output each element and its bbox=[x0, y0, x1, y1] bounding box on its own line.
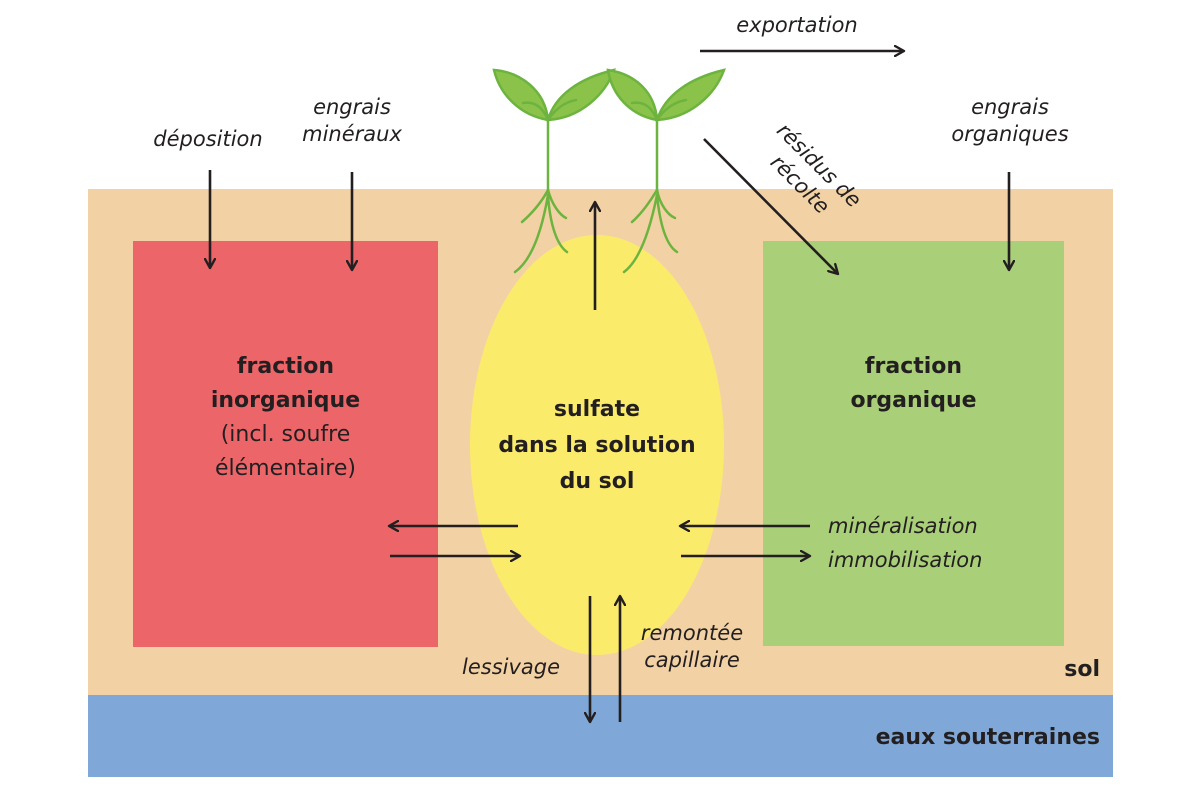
mineralisation-immobilisation-labels: minéralisation immobilisation bbox=[828, 509, 982, 577]
inorganic-subtitle-line1: (incl. soufre bbox=[220, 422, 351, 447]
inorganic-fraction-label: fraction inorganique (incl. soufre éléme… bbox=[133, 350, 438, 486]
organic-fertilizer-line2: organiques bbox=[951, 122, 1069, 147]
export-label: exportation bbox=[736, 13, 858, 37]
leaching-label: lessivage bbox=[462, 655, 561, 679]
soil-label: sol bbox=[1064, 657, 1100, 682]
crop-residues-arrow bbox=[703, 138, 838, 274]
inorganic-title-line1: fraction bbox=[236, 354, 335, 379]
inorganic-fraction-box bbox=[133, 241, 438, 647]
organic-fertilizer-line1: engrais bbox=[971, 95, 1049, 119]
solution-line1: sulfate bbox=[553, 397, 641, 422]
organic-fraction-label: fraction organique bbox=[763, 350, 1064, 418]
groundwater-label: eaux souterraines bbox=[875, 725, 1100, 750]
immobilisation-label: immobilisation bbox=[828, 548, 983, 572]
organic-line1: fraction bbox=[864, 354, 963, 379]
inorganic-title-line2: inorganique bbox=[210, 388, 361, 413]
inorganic-subtitle-line2: élémentaire) bbox=[215, 456, 356, 481]
plant-icon bbox=[492, 68, 726, 274]
organic-fertilizer-label: engrais organiques bbox=[940, 94, 1080, 149]
organic-line2: organique bbox=[850, 388, 977, 413]
soil-solution-ellipse bbox=[470, 235, 724, 655]
mineral-fertilizer-label: engrais minéraux bbox=[290, 94, 414, 149]
solution-line2: dans la solution bbox=[498, 433, 696, 458]
deposition-label: déposition bbox=[153, 127, 263, 151]
mineral-fertilizer-line2: minéraux bbox=[302, 122, 402, 147]
capillary-rise-line1: remontée bbox=[640, 621, 744, 645]
capillary-rise-line2: capillaire bbox=[644, 648, 740, 673]
capillary-rise-label: remontée capillaire bbox=[632, 620, 752, 675]
soil-solution-label: sulfate dans la solution du sol bbox=[470, 392, 724, 500]
solution-line3: du sol bbox=[559, 469, 635, 494]
mineral-fertilizer-line1: engrais bbox=[313, 95, 391, 119]
mineralisation-label: minéralisation bbox=[828, 514, 978, 538]
groundwater-layer bbox=[88, 695, 1113, 777]
organic-fraction-box bbox=[763, 241, 1064, 646]
